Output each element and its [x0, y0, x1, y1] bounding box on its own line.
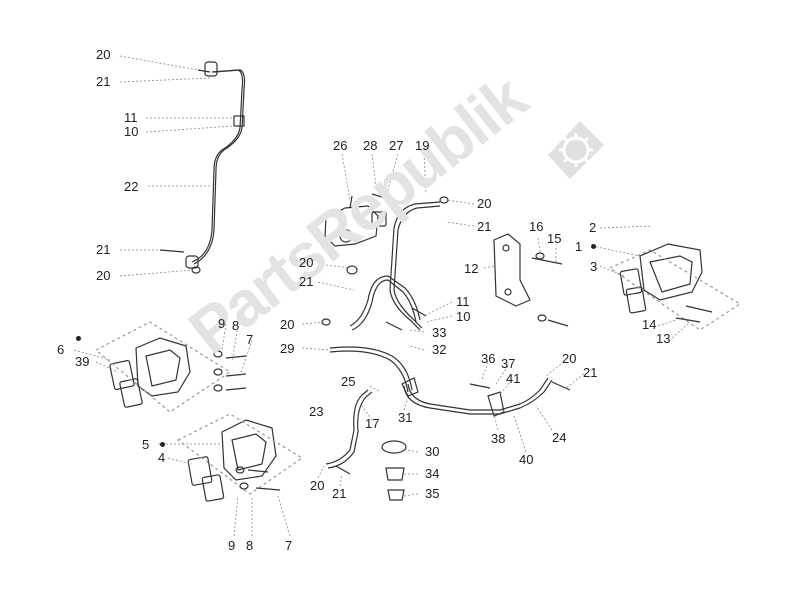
- bolts: [159, 69, 713, 491]
- callout-28: 28: [363, 138, 378, 153]
- callout-33: 33: [432, 325, 447, 340]
- marker-dot: [591, 244, 596, 249]
- callout-21: 21: [332, 486, 347, 501]
- callout-8: 8: [232, 318, 240, 333]
- callout-19: 19: [415, 138, 430, 153]
- callout-20: 20: [96, 268, 111, 283]
- brake-hose-29: [329, 346, 413, 391]
- callout-21: 21: [96, 74, 111, 89]
- callout-12: 12: [464, 261, 479, 276]
- callout-2: 2: [589, 220, 597, 235]
- left-pad-b: [119, 378, 143, 408]
- callout-3: 3: [590, 259, 598, 274]
- callout-30: 30: [425, 444, 440, 459]
- right-caliper: [639, 243, 703, 301]
- right-pad-a: [619, 268, 643, 296]
- hose-fitting-top: [204, 61, 218, 77]
- callout-31: 31: [398, 410, 413, 425]
- callout-40: 40: [519, 452, 534, 467]
- hose-clip-upper: [233, 115, 245, 127]
- callout-9: 9: [218, 316, 226, 331]
- callout-20: 20: [477, 196, 492, 211]
- callout-35: 35: [425, 486, 440, 501]
- lower-pad-b: [201, 474, 225, 502]
- callout-13: 13: [656, 331, 671, 346]
- callout-20: 20: [562, 351, 577, 366]
- callout-39: 39: [75, 354, 90, 369]
- callout-8: 8: [246, 538, 254, 553]
- clip-35: [387, 489, 405, 501]
- callout-29: 29: [280, 341, 295, 356]
- callout-5: 5: [142, 437, 150, 452]
- left-caliper-lower: [221, 419, 277, 481]
- callout-24: 24: [552, 430, 567, 445]
- callout-37: 37: [501, 356, 516, 371]
- gear-icon: [548, 121, 604, 179]
- brake-hose-23: [325, 389, 369, 465]
- callout-10: 10: [456, 309, 471, 324]
- callout-38: 38: [491, 431, 506, 446]
- callout-17: 17: [365, 416, 380, 431]
- callout-4: 4: [158, 450, 166, 465]
- callout-16: 16: [529, 219, 544, 234]
- callout-32: 32: [432, 342, 447, 357]
- leader-lines: [73, 55, 691, 537]
- callout-20: 20: [310, 478, 325, 493]
- callout-7: 7: [246, 332, 254, 347]
- brake-hose-19: [389, 201, 441, 331]
- callout-25: 25: [341, 374, 356, 389]
- callout-20: 20: [299, 255, 314, 270]
- callout-22: 22: [124, 179, 139, 194]
- callout-15: 15: [547, 231, 562, 246]
- junction-31: [401, 377, 419, 397]
- front-brake-hose: [191, 69, 244, 263]
- callout-7: 7: [285, 538, 293, 553]
- left-pad-a: [109, 359, 135, 391]
- lower-pad-a: [187, 456, 213, 486]
- callout-41: 41: [506, 371, 521, 386]
- callout-9: 9: [228, 538, 236, 553]
- callout-10: 10: [124, 124, 139, 139]
- clip-34: [385, 467, 405, 481]
- callout-36: 36: [481, 351, 496, 366]
- callout-34: 34: [425, 466, 440, 481]
- callout-1: 1: [575, 239, 583, 254]
- clip-30: [381, 440, 407, 454]
- callout-6: 6: [57, 342, 65, 357]
- callout-27: 27: [389, 138, 404, 153]
- marker-dot: [76, 336, 81, 341]
- callout-21: 21: [583, 365, 598, 380]
- callout-14: 14: [642, 317, 657, 332]
- brake-hose-20-21: [349, 275, 421, 327]
- callout-26: 26: [333, 138, 348, 153]
- callout-23: 23: [309, 404, 324, 419]
- callout-21: 21: [96, 242, 111, 257]
- left-caliper-upper: [135, 337, 191, 397]
- marker-dot: [160, 442, 165, 447]
- callout-21: 21: [299, 274, 314, 289]
- master-cylinder: [324, 205, 379, 247]
- right-pad-b: [625, 286, 647, 314]
- junction-38: [487, 391, 505, 417]
- callout-20: 20: [96, 47, 111, 62]
- callout-21: 21: [477, 219, 492, 234]
- callout-11: 11: [124, 110, 138, 125]
- callout-20: 20: [280, 317, 295, 332]
- callout-11: 11: [456, 294, 470, 309]
- bracket-12: [493, 233, 531, 307]
